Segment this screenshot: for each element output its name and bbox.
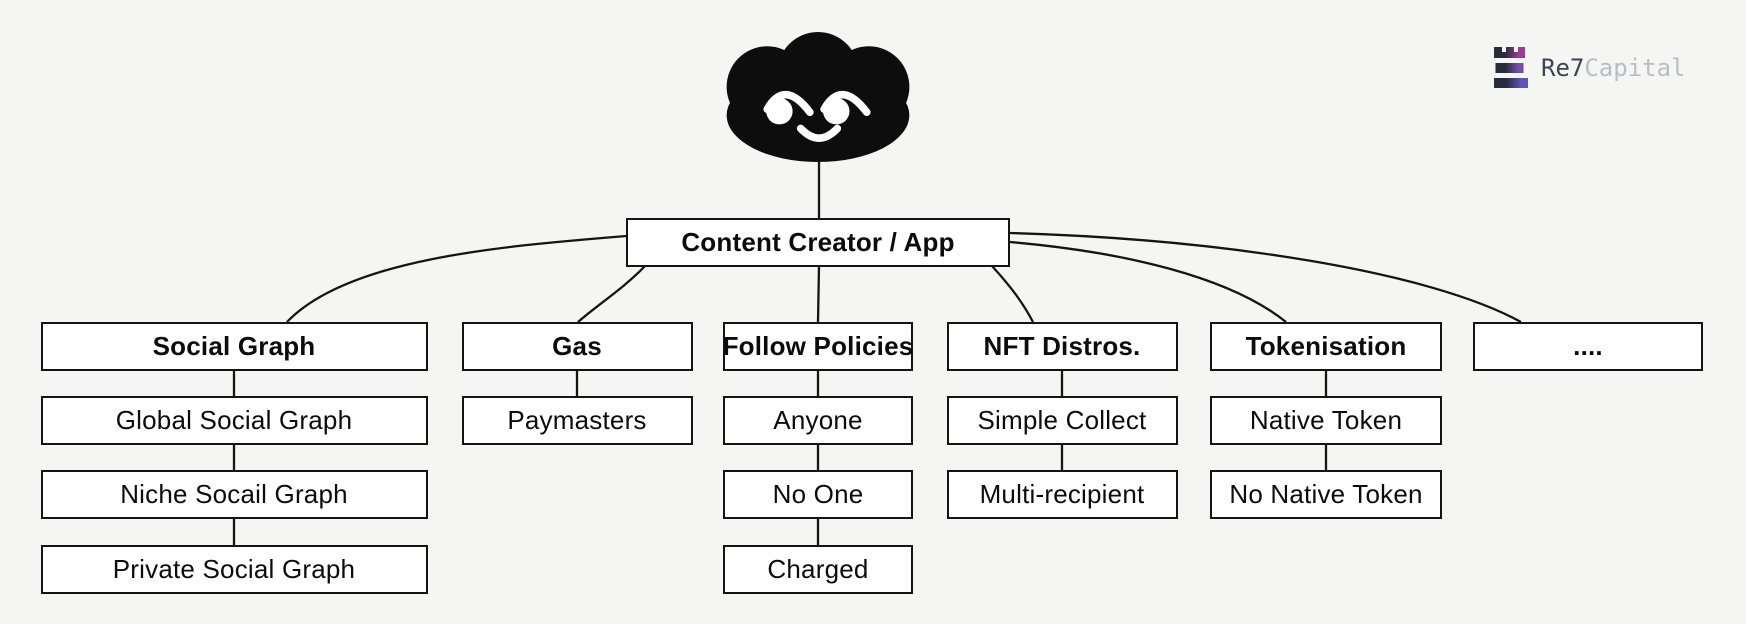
node-private-social-graph: Private Social Graph xyxy=(40,545,428,594)
smiling-cloud-mascot-icon xyxy=(726,32,910,162)
node-simple-collect: Simple Collect xyxy=(946,396,1178,445)
brand-wordmark: Re7Capital xyxy=(1541,56,1686,80)
node-nft-distros: NFT Distros. xyxy=(946,322,1178,371)
node-paymasters: Paymasters xyxy=(461,396,693,445)
brand-text-primary: Re7 xyxy=(1541,54,1585,82)
node-gas: Gas xyxy=(461,322,693,371)
node-charged: Charged xyxy=(723,545,913,594)
mascot-smile xyxy=(796,124,842,142)
connector-etc xyxy=(1009,231,1522,324)
node-tokenisation: Tokenisation xyxy=(1210,322,1442,371)
mascot-left-eyelid xyxy=(763,90,814,117)
brand-text-secondary: Capital xyxy=(1584,54,1686,82)
mascot-right-eyelid xyxy=(820,90,871,117)
node-native-token: Native Token xyxy=(1210,396,1442,445)
node-social-graph: Social Graph xyxy=(40,322,428,371)
node-follow-policies: Follow Policies xyxy=(723,322,913,371)
node-content-creator-app: Content Creator / App xyxy=(626,218,1010,267)
node-no-one: No One xyxy=(723,470,913,519)
node-global-social-graph: Global Social Graph xyxy=(40,396,428,445)
node-multi-recipient: Multi-recipient xyxy=(946,470,1178,519)
connector-social-graph xyxy=(286,234,627,323)
connector-follow-policies xyxy=(816,265,821,323)
stacked-bars-castle-icon xyxy=(1494,47,1528,88)
node-anyone: Anyone xyxy=(723,396,913,445)
brand-logo: Re7Capital xyxy=(1494,47,1686,89)
node-no-native-token: No Native Token xyxy=(1210,470,1442,519)
connector-nft-distros xyxy=(991,265,1035,323)
connector-gas xyxy=(577,265,646,323)
node-etc: .... xyxy=(1473,322,1703,371)
connector-tokenisation xyxy=(1009,240,1287,323)
node-niche-socail-graph: Niche Socail Graph xyxy=(40,470,428,519)
